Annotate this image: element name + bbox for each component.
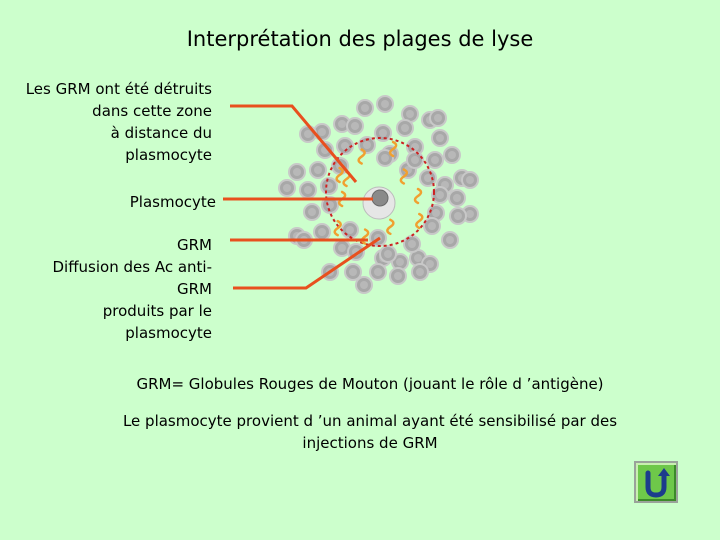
antibody-squiggle — [335, 221, 341, 235]
red-blood-cell-center — [394, 272, 402, 280]
red-blood-cell-center — [283, 184, 291, 192]
red-blood-cell-center — [414, 254, 422, 262]
red-blood-cell-center — [374, 268, 382, 276]
red-blood-cell-center — [466, 210, 474, 218]
antibody-squiggle — [415, 189, 421, 203]
red-blood-cell-center — [448, 151, 456, 159]
red-blood-cell-center — [360, 281, 368, 289]
red-blood-cell-center — [318, 228, 326, 236]
red-blood-cell-center — [411, 156, 419, 164]
red-blood-cell-center — [416, 268, 424, 276]
red-blood-cell-center — [304, 130, 312, 138]
return-arrow-icon — [636, 463, 676, 501]
plasmocyte-origin: Le plasmocyte provient d ’un animal ayan… — [105, 410, 635, 454]
red-blood-cell-center — [428, 222, 436, 230]
red-blood-cell-center — [384, 250, 392, 258]
plasmocyte-nucleus — [372, 190, 388, 206]
red-blood-cell-center — [453, 194, 461, 202]
red-blood-cell-center — [341, 142, 349, 150]
red-blood-cell-center — [424, 174, 432, 182]
red-blood-cell-center — [351, 122, 359, 130]
red-blood-cell-center — [346, 226, 354, 234]
antibody-squiggle — [387, 220, 393, 234]
red-blood-cell-center — [379, 129, 387, 137]
plasmocyte-cell — [363, 187, 395, 219]
red-blood-cell-center — [314, 166, 322, 174]
back-button[interactable] — [634, 461, 678, 503]
red-blood-cell-center — [446, 236, 454, 244]
red-blood-cell-center — [363, 141, 371, 149]
red-blood-cell-center — [308, 208, 316, 216]
red-blood-cell-center — [466, 176, 474, 184]
red-blood-cell-center — [454, 212, 462, 220]
red-blood-cell-center — [436, 191, 444, 199]
red-blood-cell-center — [408, 240, 416, 248]
red-blood-cell-center — [434, 114, 442, 122]
red-blood-cell-center — [304, 186, 312, 194]
red-blood-cell-center — [293, 168, 301, 176]
grm-definition: GRM= Globules Rouges de Mouton (jouant l… — [110, 373, 630, 395]
red-blood-cell-center — [349, 268, 357, 276]
red-blood-cell-center — [338, 244, 346, 252]
red-blood-cell-center — [381, 154, 389, 162]
red-blood-cell-center — [396, 258, 404, 266]
red-blood-cell-center — [431, 156, 439, 164]
red-blood-cell-center — [432, 209, 440, 217]
red-blood-cell-center — [381, 100, 389, 108]
red-blood-cell-center — [361, 104, 369, 112]
red-blood-cell-center — [338, 120, 346, 128]
red-blood-cell-center — [318, 128, 326, 136]
red-blood-cell-center — [401, 124, 409, 132]
red-blood-cell-center — [406, 110, 414, 118]
red-blood-cell-center — [436, 134, 444, 142]
